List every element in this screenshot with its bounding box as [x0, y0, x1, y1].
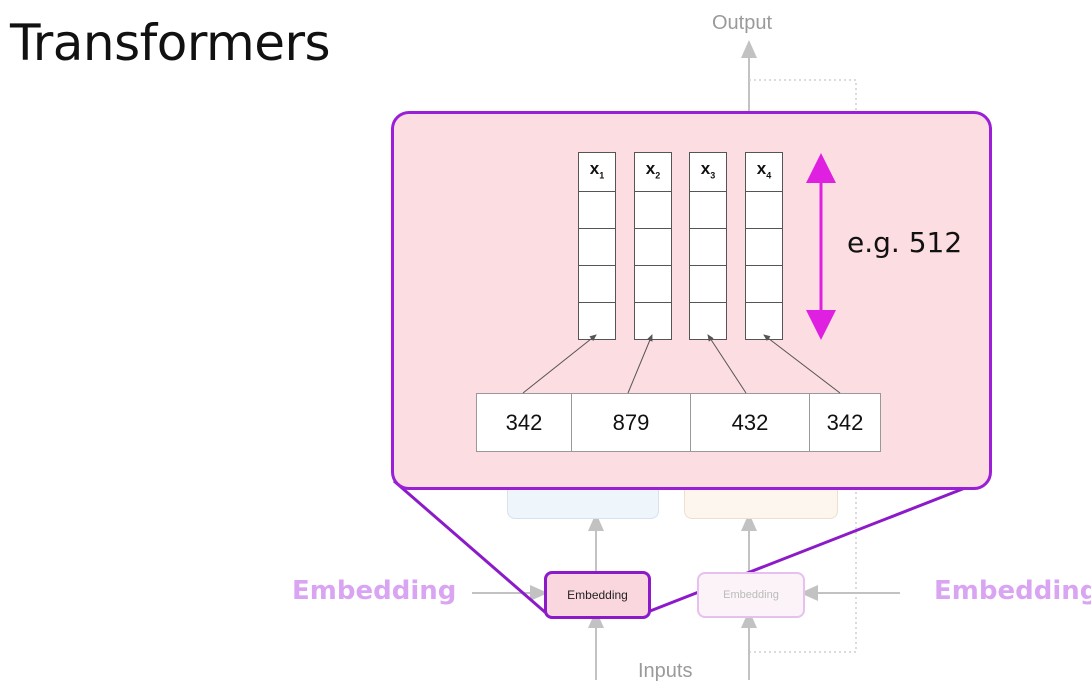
vector-label-base: x — [645, 159, 656, 178]
vector-header: x3 — [690, 153, 726, 192]
vector-cell — [579, 266, 615, 303]
vector-cell — [579, 229, 615, 266]
vector-cell — [635, 192, 671, 229]
vector-cell — [579, 192, 615, 229]
inputs-label: Inputs — [638, 660, 693, 682]
vector-label: x3 — [690, 159, 726, 180]
vector-label-base: x — [756, 159, 767, 178]
vector-label-base: x — [700, 159, 711, 178]
vector-cell — [746, 303, 782, 339]
vector-cell — [635, 266, 671, 303]
vector-cell — [690, 266, 726, 303]
vector-cell — [690, 229, 726, 266]
dotted-bottom-connector — [749, 484, 857, 653]
vector-label: x2 — [635, 159, 671, 180]
page-title: Transformers — [10, 14, 331, 72]
vector-cell — [746, 266, 782, 303]
embedding-box-highlighted: Embedding — [544, 571, 651, 619]
output-label: Output — [712, 12, 773, 34]
vector-header: x4 — [746, 153, 782, 192]
vector-cell — [690, 192, 726, 229]
side-label-left: Embedding — [292, 576, 457, 606]
vector-cell — [635, 303, 671, 339]
embedding-vector-2: x2 — [634, 152, 672, 340]
token-cell: 342 — [477, 394, 572, 451]
embedding-vector-4: x4 — [745, 152, 783, 340]
vector-label: x4 — [746, 159, 782, 180]
vector-label-subscript: 3 — [710, 170, 716, 181]
side-label-right: Embedding — [934, 576, 1091, 606]
zoom-line-left — [393, 479, 547, 615]
vector-cell — [746, 229, 782, 266]
vector-label: x1 — [579, 159, 615, 180]
embedding-vector-3: x3 — [689, 152, 727, 340]
dotted-top-connector — [749, 79, 857, 195]
token-cell: 432 — [691, 394, 810, 451]
dimension-label: e.g. 512 — [847, 226, 963, 259]
token-cell: 879 — [572, 394, 691, 451]
embedding-vector-1: x1 — [578, 152, 616, 340]
vector-label-subscript: 1 — [599, 170, 605, 181]
token-cell: 342 — [826, 409, 864, 435]
vector-cell — [579, 303, 615, 339]
vector-cell — [690, 303, 726, 339]
vector-header: x2 — [635, 153, 671, 192]
vector-label-subscript: 4 — [766, 170, 772, 181]
vector-label-base: x — [589, 159, 600, 178]
vector-cell — [635, 229, 671, 266]
vector-header: x1 — [579, 153, 615, 192]
vector-label-subscript: 2 — [655, 170, 661, 181]
vector-cell — [746, 192, 782, 229]
embedding-box-faded: Embedding — [697, 572, 805, 618]
